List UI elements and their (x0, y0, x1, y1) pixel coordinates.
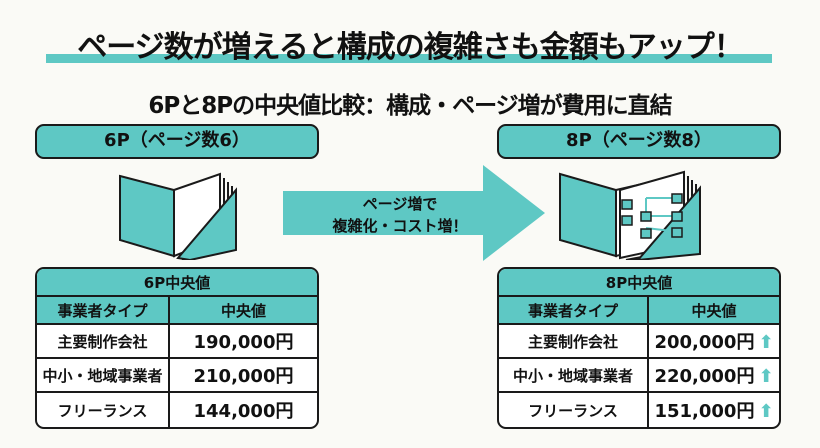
table-title: 6P中央値 (37, 269, 317, 297)
value-text: 151,000円 (654, 401, 755, 422)
book-6p-icon (119, 172, 237, 260)
main-title: ページ数が増えると構成の複雑さも金額もアップ！ (77, 30, 744, 65)
value-cell: 144,000円 (193, 401, 294, 422)
table-row: フリーランス 144,000円 (37, 393, 317, 427)
table-title: 8P中央値 (499, 269, 779, 297)
up-arrow-icon: ⬆ (758, 332, 774, 353)
col-header-type: 事業者タイプ (37, 297, 170, 325)
value-text: 200,000円 (654, 332, 755, 353)
type-cell: 中小・地域事業者 (37, 359, 170, 393)
col-header-median: 中央値 (649, 297, 779, 325)
type-cell: 主要制作会社 (499, 325, 649, 359)
value-cell: 220,000円⬆ (649, 359, 779, 393)
arrow-text: ページ増で 複雑化・コスト増！ (300, 193, 500, 237)
col-header-median: 中央値 (170, 297, 317, 325)
value-text: 220,000円 (654, 366, 755, 387)
label-8p: 8P（ページ数8） (497, 124, 781, 159)
value-cell: 200,000円⬆ (649, 325, 779, 359)
arrow-text-line-1: ページ増で (362, 195, 438, 213)
value-cell: 190,000円 (170, 325, 317, 359)
type-cell: フリーランス (37, 393, 170, 427)
label-6p: 6P（ページ数6） (35, 124, 319, 159)
type-cell: 主要制作会社 (37, 325, 170, 359)
subtitle: 6Pと8Pの中央値比較：構成・ページ増が費用に直結 (148, 93, 672, 119)
up-arrow-icon: ⬆ (758, 366, 774, 387)
type-cell: フリーランス (499, 393, 649, 427)
up-arrow-icon: ⬆ (758, 401, 774, 422)
type-cell: 中小・地域事業者 (499, 359, 649, 393)
arrow-text-line-2: 複雑化・コスト増！ (332, 217, 468, 235)
value-cell: 210,000円 (170, 359, 317, 393)
right-arrow-icon (283, 165, 545, 261)
title-underline (46, 54, 772, 63)
value-cell: 151,000円⬆ (649, 393, 779, 427)
col-header-type: 事業者タイプ (499, 297, 649, 325)
book-8p-diagram-icon (559, 170, 701, 260)
